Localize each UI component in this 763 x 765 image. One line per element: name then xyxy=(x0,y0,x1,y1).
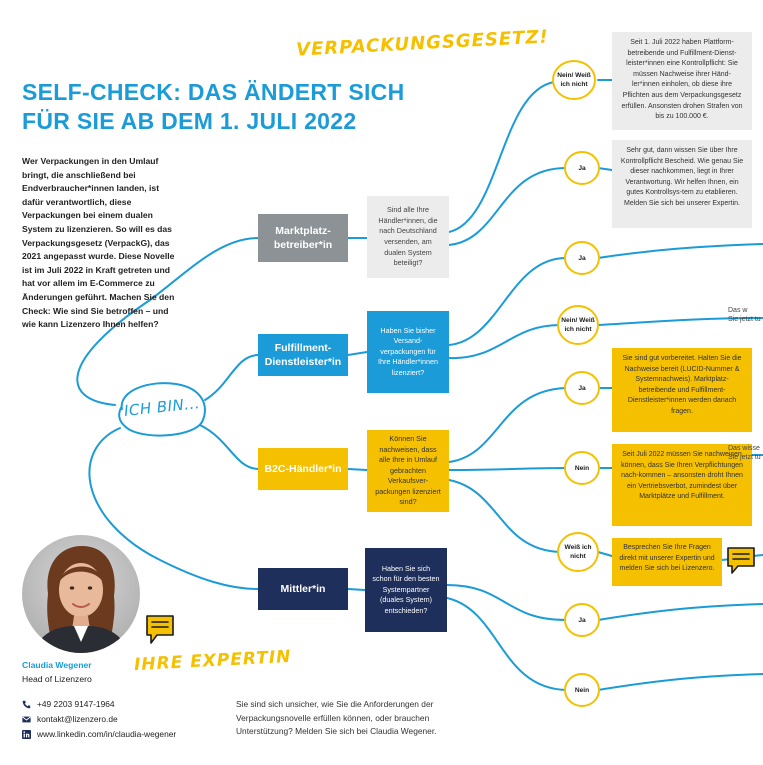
contact-email[interactable]: kontakt@lizenzero.de xyxy=(22,714,118,724)
title-line-2: FÜR SIE AB DEM 1. JULI 2022 xyxy=(22,108,357,134)
answer-node: Ja xyxy=(578,616,586,624)
chat-bubble-icon xyxy=(727,547,755,574)
offpage-text: Das w Sie jetzt tu xyxy=(728,306,761,324)
answer-node: Weiß ich nicht xyxy=(564,544,592,560)
result-contact-expert: Besprechen Sie Ihre Fragen direkt mit un… xyxy=(612,538,722,586)
offpage-text-line: Sie jetzt tu xyxy=(728,454,761,461)
page-title: SELF-CHECK: DAS ÄNDERT SICH FÜR SIE AB D… xyxy=(22,78,442,136)
contact-phone-text: +49 2203 9147-1964 xyxy=(37,699,115,709)
contact-linkedin-text: www.linkedin.com/in/claudia-wegener xyxy=(37,729,177,739)
offpage-text: Das wisse Sie jetzt tu xyxy=(728,444,761,462)
question-marketplace: Sind alle Ihre Händler*innen, die nach D… xyxy=(367,196,449,278)
intro-text: Wer Verpackungen in den Umlauf bringt, d… xyxy=(22,156,175,330)
start-node: ICH BIN... xyxy=(110,376,214,442)
answer-node: Nein xyxy=(574,464,590,472)
answer-node: Ja xyxy=(578,164,586,172)
linkedin-icon xyxy=(22,729,31,739)
expert-name: Claudia Wegener xyxy=(22,660,92,670)
answer-node: Nein xyxy=(574,686,590,694)
answer-node: Nein/ Weiß ich nicht xyxy=(557,72,591,88)
question-b2c: Können Sie nachweisen, dass alle Ihre in… xyxy=(367,430,449,512)
expert-tag: IHRE EXPERTIN xyxy=(133,646,292,676)
answer-node: Ja xyxy=(578,384,586,392)
chat-bubble-icon xyxy=(146,615,174,644)
mail-icon xyxy=(22,715,31,724)
offpage-text-line: Das wisse xyxy=(728,445,760,452)
contact-linkedin[interactable]: www.linkedin.com/in/claudia-wegener xyxy=(22,729,176,739)
law-tag: VERPACKUNGSGESETZ! xyxy=(295,26,550,61)
question-fulfillment: Haben Sie bisher Versand-verpackungen fü… xyxy=(367,311,449,393)
phone-icon xyxy=(22,700,31,709)
question-intermediary: Haben Sie sich schon für den besten Syst… xyxy=(365,548,447,632)
result-sales-ban: Seit Juli 2022 müssen Sie nachweisen kön… xyxy=(612,444,752,526)
answer-node: Nein/ Weiß ich nicht xyxy=(561,317,595,333)
contact-email-text: kontakt@lizenzero.de xyxy=(37,714,118,724)
role-b2c-merchant: B2C-Händler*in xyxy=(258,448,348,490)
offpage-text-line: Das w xyxy=(728,307,748,314)
bottom-note: Sie sind sich unsicher, wie Sie die Anfo… xyxy=(236,699,437,737)
result-know-obligation: Sehr gut, dann wissen Sie über Ihre Kont… xyxy=(612,140,752,228)
result-control-obligation: Seit 1. Juli 2022 haben Plattform-betrei… xyxy=(612,32,752,130)
role-marketplace-operator: Marktplatz-betreiber*in xyxy=(258,214,348,262)
role-intermediary: Mittler*in xyxy=(258,568,348,610)
contact-phone[interactable]: +49 2203 9147-1964 xyxy=(22,699,115,709)
role-fulfillment-provider: Fulfillment-Dienstleister*in xyxy=(258,334,348,376)
result-prepared: Sie sind gut vorbereitet. Halten Sie die… xyxy=(612,348,752,432)
answer-node: Ja xyxy=(578,254,586,262)
expert-role: Head of Lizenzero xyxy=(22,674,92,684)
expert-photo xyxy=(22,535,140,653)
title-line-1: SELF-CHECK: DAS ÄNDERT SICH xyxy=(22,79,405,105)
offpage-text-line: Sie jetzt tu xyxy=(728,316,761,323)
start-circle-icon xyxy=(118,382,206,437)
